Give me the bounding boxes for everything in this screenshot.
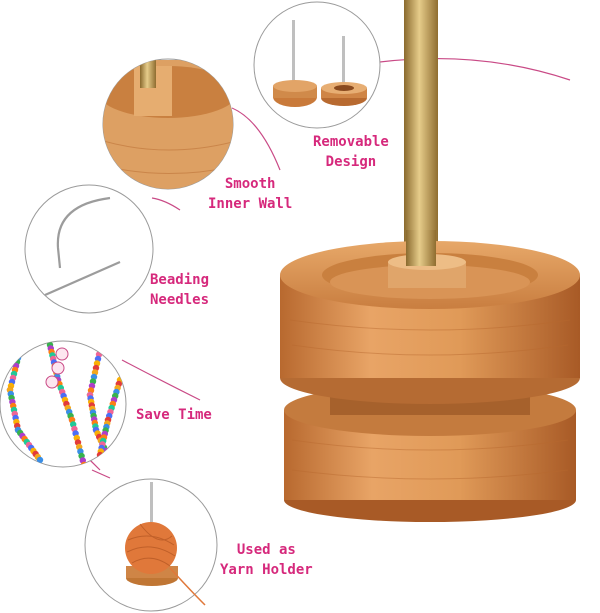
label-smooth-inner-wall: Smooth Inner Wall (208, 174, 292, 214)
label-line: Yarn Holder (220, 562, 313, 578)
bead (104, 451, 111, 458)
bowl-closeup-icon (102, 58, 234, 190)
yarn-ball-icon (84, 478, 218, 612)
letter-bead (45, 375, 59, 389)
label-line: Save Time (136, 407, 212, 423)
label-used-as-yarn-holder: Used as Yarn Holder (220, 540, 313, 580)
label-line: Used as (236, 542, 296, 558)
label-removable-design: Removable Design (313, 132, 389, 172)
label-save-time: Save Time (136, 405, 212, 425)
removable-spindle-icon (253, 1, 381, 129)
bead (16, 346, 24, 354)
bead (107, 458, 114, 465)
label-beading-needles: Beading Needles (150, 270, 209, 310)
bead (36, 456, 44, 464)
label-line: Design (325, 154, 377, 170)
label-line: Needles (150, 292, 210, 308)
curved-needle-icon (24, 184, 154, 314)
bead (108, 461, 116, 467)
letter-bead (51, 361, 65, 375)
label-line: Removable (313, 134, 389, 150)
label-line: Inner Wall (208, 196, 293, 212)
letter-bead (55, 347, 69, 361)
label-line: Beading (150, 272, 210, 288)
bead (105, 454, 113, 462)
brass-rod (404, 0, 438, 275)
beaded-strands-icon (0, 340, 127, 468)
label-line: Smooth (224, 176, 276, 192)
